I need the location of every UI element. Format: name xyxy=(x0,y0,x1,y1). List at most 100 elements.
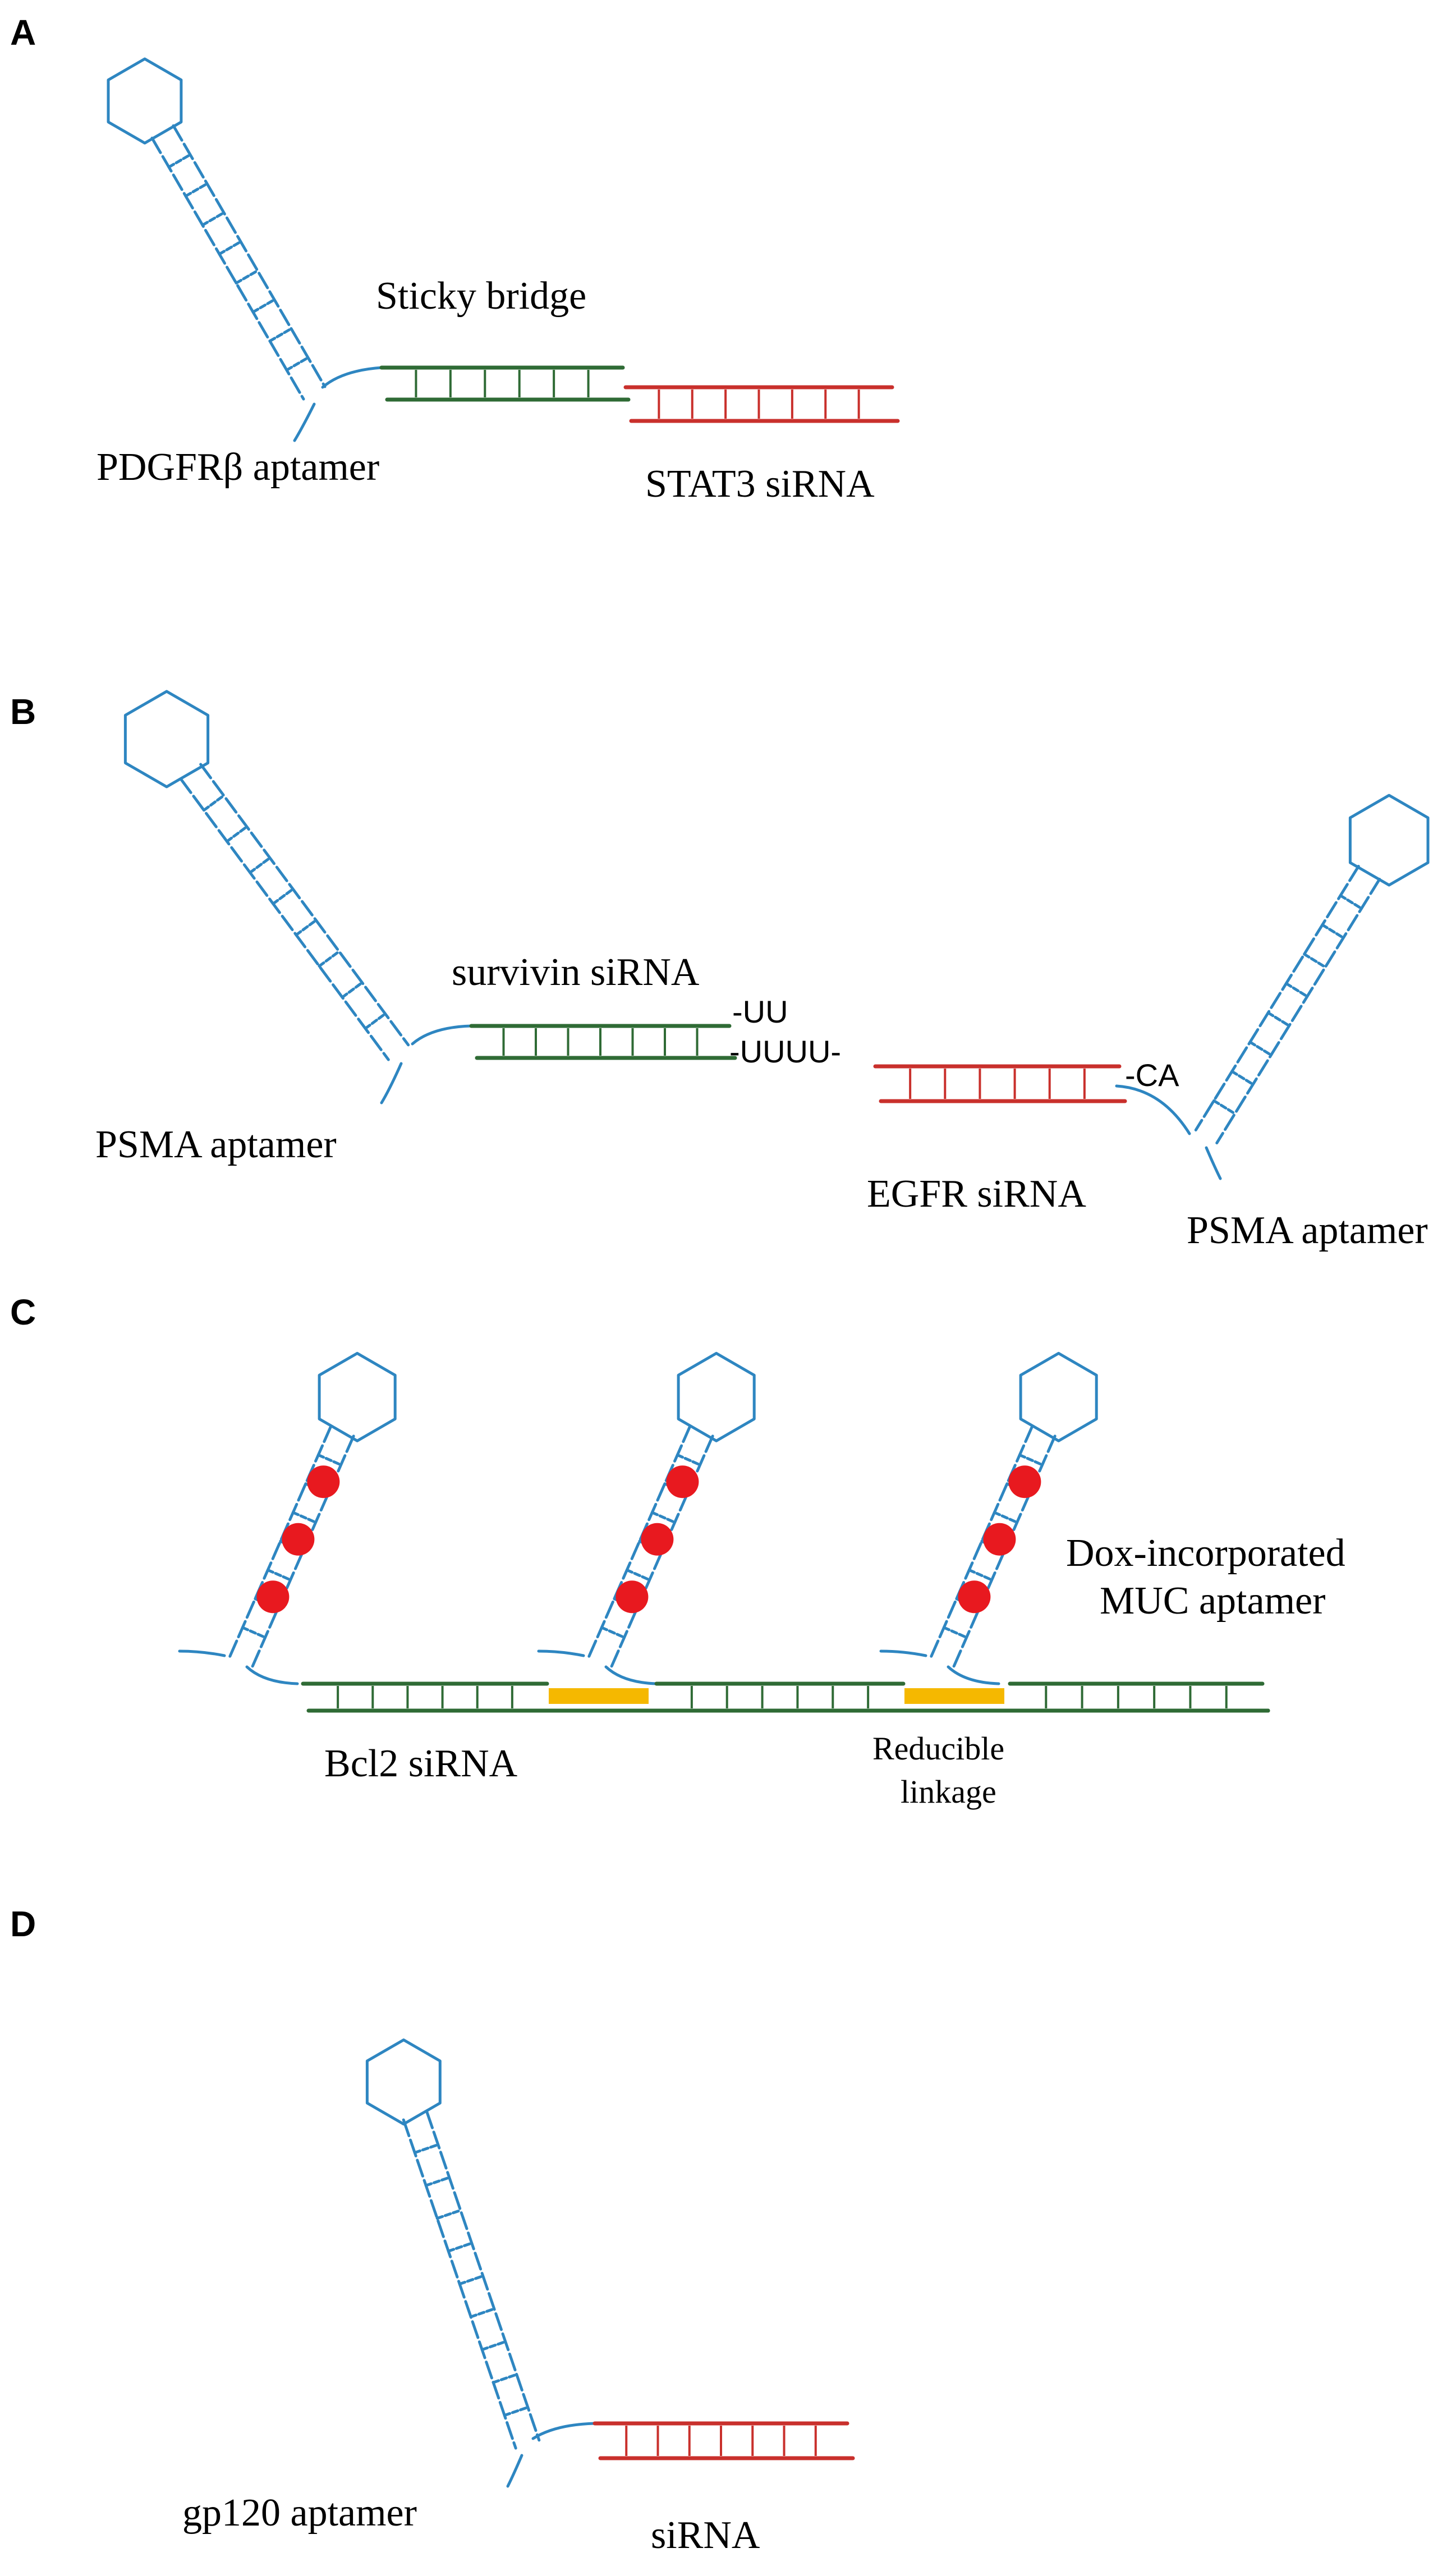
sirna-duplex xyxy=(592,2421,855,2460)
aptamer-tail xyxy=(531,2422,596,2440)
aptamer-rung xyxy=(480,2340,507,2352)
aptamer-rung xyxy=(249,856,272,874)
stat3-sirna-duplex xyxy=(623,385,900,423)
overhang-uu-label: -UU xyxy=(732,994,788,1029)
aptamer-loop xyxy=(123,690,210,789)
aptamer-rung xyxy=(226,825,249,843)
aptamer-rung xyxy=(241,1626,267,1639)
panel-b: survivin siRNA -UU -UUUU- -CA PSMA aptam… xyxy=(95,690,1430,1252)
panel-letter-a: A xyxy=(10,12,36,53)
dox-molecule xyxy=(616,1580,649,1614)
aptamer-rung xyxy=(967,1568,994,1582)
aptamer-stem-strand xyxy=(1194,864,1360,1131)
aptamer-stem-strand xyxy=(172,124,327,388)
aptamer-stem-strand xyxy=(930,1424,1034,1658)
bcl2-sirna-duplex-3 xyxy=(1008,1681,1270,1713)
reducible-linkage-label-line1: Reducible xyxy=(872,1730,1004,1767)
egfr-sirna-label: EGFR siRNA xyxy=(867,1172,1086,1216)
dox-molecule xyxy=(282,1523,315,1556)
muc-aptamer-3 xyxy=(879,1351,1098,1685)
aptamer-rung xyxy=(650,1511,677,1524)
aptamer-tail xyxy=(178,1649,226,1657)
aptamer-rung xyxy=(503,2405,530,2417)
panel-c: Dox-incorporated MUC aptamer Bcl2 siRNA … xyxy=(178,1351,1345,1810)
aptamer-loop xyxy=(1348,794,1430,887)
panel-a: Sticky bridge PDGFRβ aptamer STAT3 siRNA xyxy=(97,57,900,506)
survivin-sirna-label: survivin siRNA xyxy=(452,951,700,994)
aptamer-rung xyxy=(993,1511,1019,1524)
survivin-sirna-duplex xyxy=(469,1024,737,1060)
aptamer-rung xyxy=(295,919,318,937)
aptamer-tail xyxy=(537,1649,585,1657)
panel-letter-c: C xyxy=(10,1292,36,1332)
aptamer-rung xyxy=(201,211,226,227)
dox-molecules xyxy=(256,1465,1041,1614)
muc-aptamer-label-line2: MUC aptamer xyxy=(1100,1579,1325,1623)
aptamer-rung xyxy=(413,2143,440,2155)
stat3-sirna-label: STAT3 siRNA xyxy=(645,462,875,506)
aptamer-rung xyxy=(424,2176,451,2187)
aptamer-rung xyxy=(1230,1070,1255,1086)
aptamer-loop xyxy=(107,57,183,145)
aptamer-loop xyxy=(1019,1351,1098,1442)
aptamer-tail xyxy=(245,1665,299,1685)
aptamer-stem-strand xyxy=(228,1424,333,1658)
aptamer-tail xyxy=(1115,1084,1191,1135)
aptamer-loop xyxy=(318,1351,397,1442)
aptamer-rung xyxy=(469,2307,496,2318)
sticky-bridge-duplex xyxy=(379,365,631,402)
muc-aptamer-1 xyxy=(178,1351,397,1685)
aptamer-tail xyxy=(380,1062,403,1105)
sticky-bridge-label: Sticky bridge xyxy=(376,274,586,318)
muc-aptamer-label-line1: Dox-incorporated xyxy=(1066,1532,1345,1575)
bcl2-sirna-duplex-1 xyxy=(301,1681,1270,1713)
dox-molecule xyxy=(641,1523,674,1556)
aptamer-rung xyxy=(942,1626,968,1639)
pdgfrb-aptamer-label: PDGFRβ aptamer xyxy=(97,446,379,489)
muc-aptamer-2 xyxy=(537,1351,756,1685)
aptamer-rung xyxy=(235,269,259,285)
aptamer-rung xyxy=(1303,952,1327,969)
panel-letter-b: B xyxy=(10,691,36,732)
aptamer-stem-strand xyxy=(179,777,390,1061)
aptamer-rung xyxy=(492,2373,518,2384)
aptamer-rung xyxy=(318,950,341,968)
aptamer-loop xyxy=(365,2038,442,2126)
psma-aptamer-left xyxy=(123,690,473,1105)
aptamer-rung xyxy=(1284,982,1309,998)
aptamer-rung xyxy=(272,887,295,905)
aptamer-rung xyxy=(600,1626,626,1639)
aptamer-tail xyxy=(947,1665,1000,1685)
aptamer-stem-strand xyxy=(199,763,410,1047)
dox-molecule xyxy=(256,1580,290,1614)
gp120-aptamer-label: gp120 aptamer xyxy=(182,2491,417,2535)
psma-aptamer-right xyxy=(1115,794,1430,1180)
aptamer-rung xyxy=(676,1453,702,1466)
aptamer-rung xyxy=(458,2274,485,2286)
sirna-label: siRNA xyxy=(651,2514,760,2557)
aptamer-rung xyxy=(447,2242,474,2253)
panel-letter-d: D xyxy=(10,1904,36,1944)
aptamer-loop xyxy=(677,1351,756,1442)
aptamer-rung xyxy=(341,981,364,999)
aptamer-rung xyxy=(167,153,192,169)
aptamer-rung xyxy=(266,1568,292,1582)
aptamer-rung xyxy=(625,1568,651,1582)
aptamer-stem-strand xyxy=(587,1424,692,1658)
aptamer-tail xyxy=(604,1665,658,1685)
dox-molecule xyxy=(307,1465,340,1498)
dox-molecule xyxy=(1008,1465,1041,1498)
aptamer-tail xyxy=(1205,1146,1222,1180)
aptamer-rung xyxy=(202,794,226,812)
aptamer-rung xyxy=(291,1511,318,1524)
aptamer-rung xyxy=(1212,1099,1237,1115)
aptamer-tail xyxy=(321,366,383,389)
aptamer-rung xyxy=(218,240,242,256)
aptamer-tail xyxy=(411,1024,473,1046)
aptamer-rung xyxy=(184,182,209,198)
psma-aptamer-right-label: PSMA aptamer xyxy=(1187,1209,1428,1252)
gp120-aptamer xyxy=(365,2038,596,2488)
aptamer-rung xyxy=(1266,1011,1291,1028)
psma-aptamer-left-label: PSMA aptamer xyxy=(95,1123,337,1166)
